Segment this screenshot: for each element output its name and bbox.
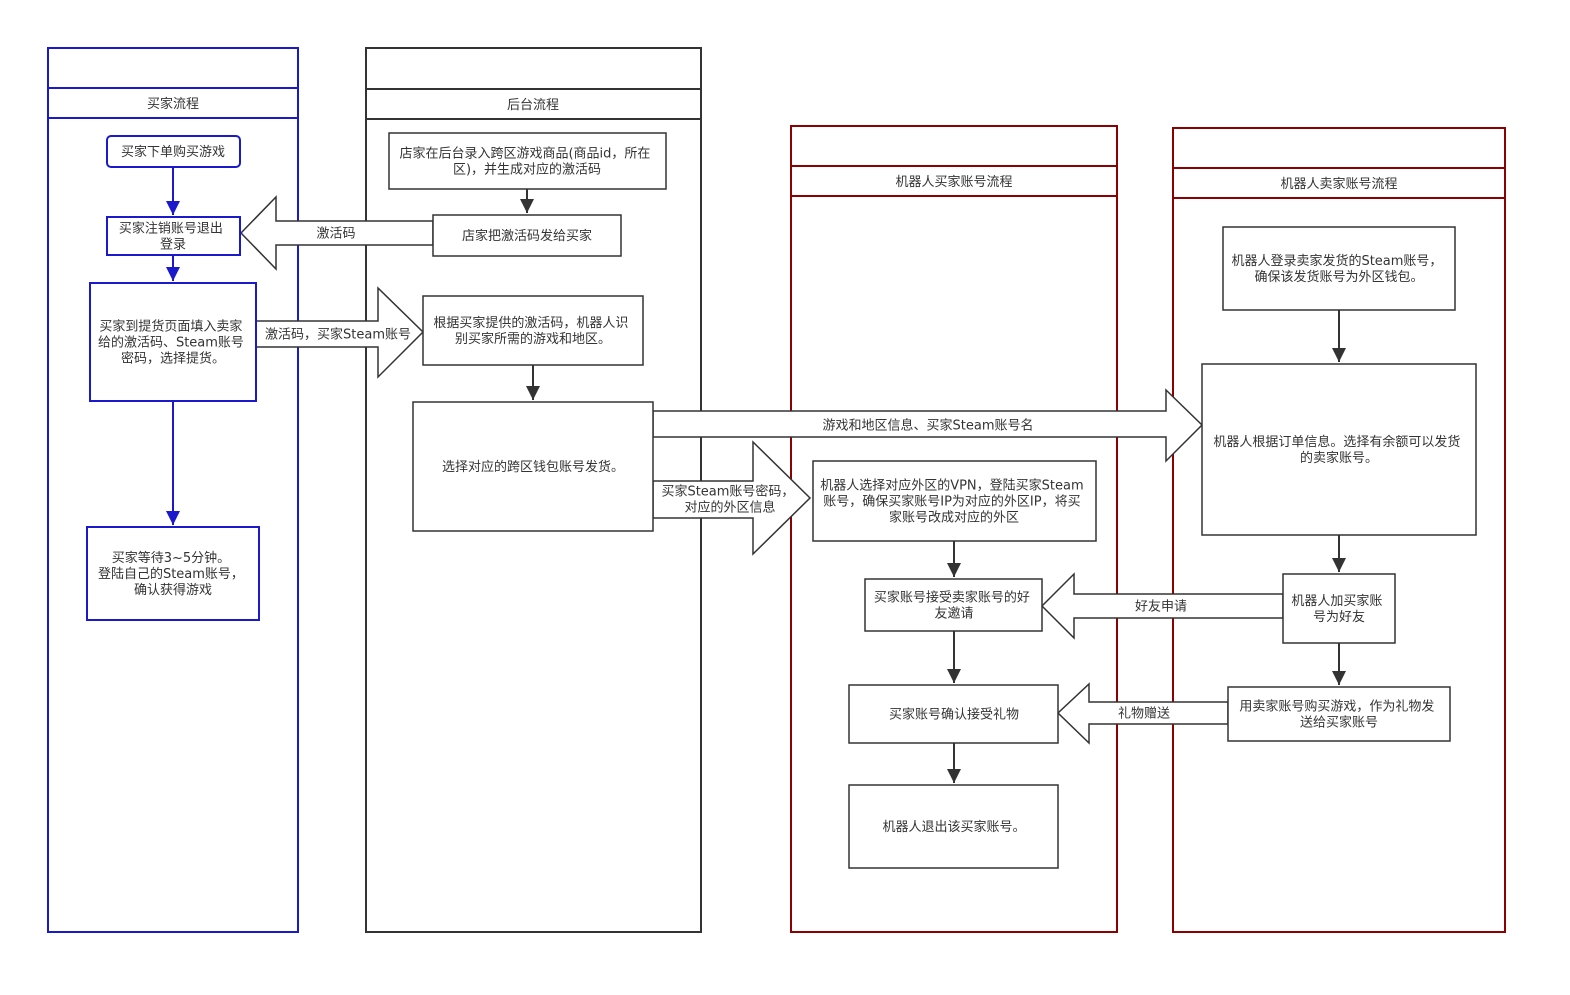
node-buyer-wait-text: 买家等待3~5分钟。 登陆自己的Steam账号， 确认获得游戏 xyxy=(98,550,248,598)
lane-title-robot-seller: 机器人卖家账号流程 xyxy=(1280,176,1397,192)
arrow-label-friend-request: 好友申请 xyxy=(1135,599,1187,615)
block-arrow-password-region xyxy=(652,440,812,556)
node-buyer-fill-text: 买家到提货页面填入卖家 给的激活码、Steam账号 密码，选择提货。 xyxy=(98,319,248,367)
node-buyer-order-text: 买家下单购买游戏 xyxy=(121,144,225,160)
lane-title-backend: 后台流程 xyxy=(507,98,559,113)
arrow-label-password-region: 买家Steam账号密码， 对应的外区信息 xyxy=(661,484,798,516)
lane-buyer: 买家流程 xyxy=(47,47,299,933)
node-robot-exit-text: 机器人退出该买家账号。 xyxy=(882,819,1025,835)
node-robot-exit: 机器人退出该买家账号。 xyxy=(848,784,1059,869)
node-shop-send-text: 店家把激活码发给买家 xyxy=(462,228,592,244)
node-robot-identify: 根据买家提供的激活码，机器人识 别买家所需的游戏和地区。 xyxy=(422,295,644,366)
arrow-label-code-to-buyer: 激活码 xyxy=(316,227,355,242)
lane-title-buyer: 买家流程 xyxy=(147,96,199,112)
node-accept-friend-text: 买家账号接受卖家账号的好 友邀请 xyxy=(874,590,1034,622)
arrow-label-game-region: 游戏和地区信息、买家Steam账号名 xyxy=(823,418,1034,434)
block-arrow-gift xyxy=(1056,682,1229,745)
node-accept-gift: 买家账号确认接受礼物 xyxy=(848,684,1059,744)
node-robot-vpn: 机器人选择对应外区的VPN，登陆买家Steam 账号，确保买家账号IP为对应的外… xyxy=(812,460,1097,542)
node-seller-choose: 机器人根据订单信息。选择有余额可以发货 的卖家账号。 xyxy=(1201,363,1477,536)
block-arrow-code-to-buyer xyxy=(239,195,434,271)
node-seller-buy-gift-text: 用卖家账号购买游戏，作为礼物发 送给买家账号 xyxy=(1239,699,1438,731)
node-robot-identify-text: 根据买家提供的激活码，机器人识 别买家所需的游戏和地区。 xyxy=(433,315,632,347)
node-seller-login: 机器人登录卖家发货的Steam账号， 确保该发货账号为外区钱包。 xyxy=(1222,226,1456,311)
lane-robot-buyer: 机器人买家账号流程 xyxy=(790,125,1118,933)
block-arrow-friend-request xyxy=(1040,572,1284,640)
connectors xyxy=(166,167,1346,783)
node-seller-add-friend-text: 机器人加买家账 号为好友 xyxy=(1291,593,1386,625)
node-accept-friend: 买家账号接受卖家账号的好 友邀请 xyxy=(864,578,1043,632)
node-select-wallet-text: 选择对应的跨区钱包账号发货。 xyxy=(442,459,624,475)
node-select-wallet: 选择对应的跨区钱包账号发货。 xyxy=(412,401,654,532)
node-seller-add-friend: 机器人加买家账 号为好友 xyxy=(1282,573,1396,644)
arrow-label-code-account: 激活码，买家Steam账号 xyxy=(265,327,411,343)
node-buyer-wait: 买家等待3~5分钟。 登陆自己的Steam账号， 确认获得游戏 xyxy=(86,526,260,621)
lane-robot-seller: 机器人卖家账号流程 xyxy=(1172,127,1506,933)
node-accept-gift-text: 买家账号确认接受礼物 xyxy=(889,707,1019,723)
block-arrow-code-account xyxy=(255,286,425,379)
node-shop-send: 店家把激活码发给买家 xyxy=(432,214,622,257)
node-seller-choose-text: 机器人根据订单信息。选择有余额可以发货 的卖家账号。 xyxy=(1213,434,1464,466)
node-buyer-logout: 买家注销账号退出 登录 xyxy=(106,216,241,256)
node-robot-vpn-text: 机器人选择对应外区的VPN，登陆买家Steam 账号，确保买家账号IP为对应的外… xyxy=(820,478,1088,526)
node-buyer-logout-text: 买家注销账号退出 登录 xyxy=(119,221,227,253)
arrow-label-gift: 礼物赠送 xyxy=(1118,706,1170,722)
node-buyer-fill: 买家到提货页面填入卖家 给的激活码、Steam账号 密码，选择提货。 xyxy=(89,282,257,402)
node-seller-login-text: 机器人登录卖家发货的Steam账号， 确保该发货账号为外区钱包。 xyxy=(1231,253,1446,285)
node-buyer-order: 买家下单购买游戏 xyxy=(106,135,241,168)
lane-title-robot-buyer: 机器人买家账号流程 xyxy=(895,174,1012,190)
block-arrow-game-region xyxy=(652,388,1204,463)
node-seller-buy-gift: 用卖家账号购买游戏，作为礼物发 送给买家账号 xyxy=(1227,686,1451,742)
node-shop-enter-text: 店家在后台录入跨区游戏商品(商品id，所在 区)，并生成对应的激活码 xyxy=(399,146,654,178)
node-shop-enter: 店家在后台录入跨区游戏商品(商品id，所在 区)，并生成对应的激活码 xyxy=(388,132,667,190)
